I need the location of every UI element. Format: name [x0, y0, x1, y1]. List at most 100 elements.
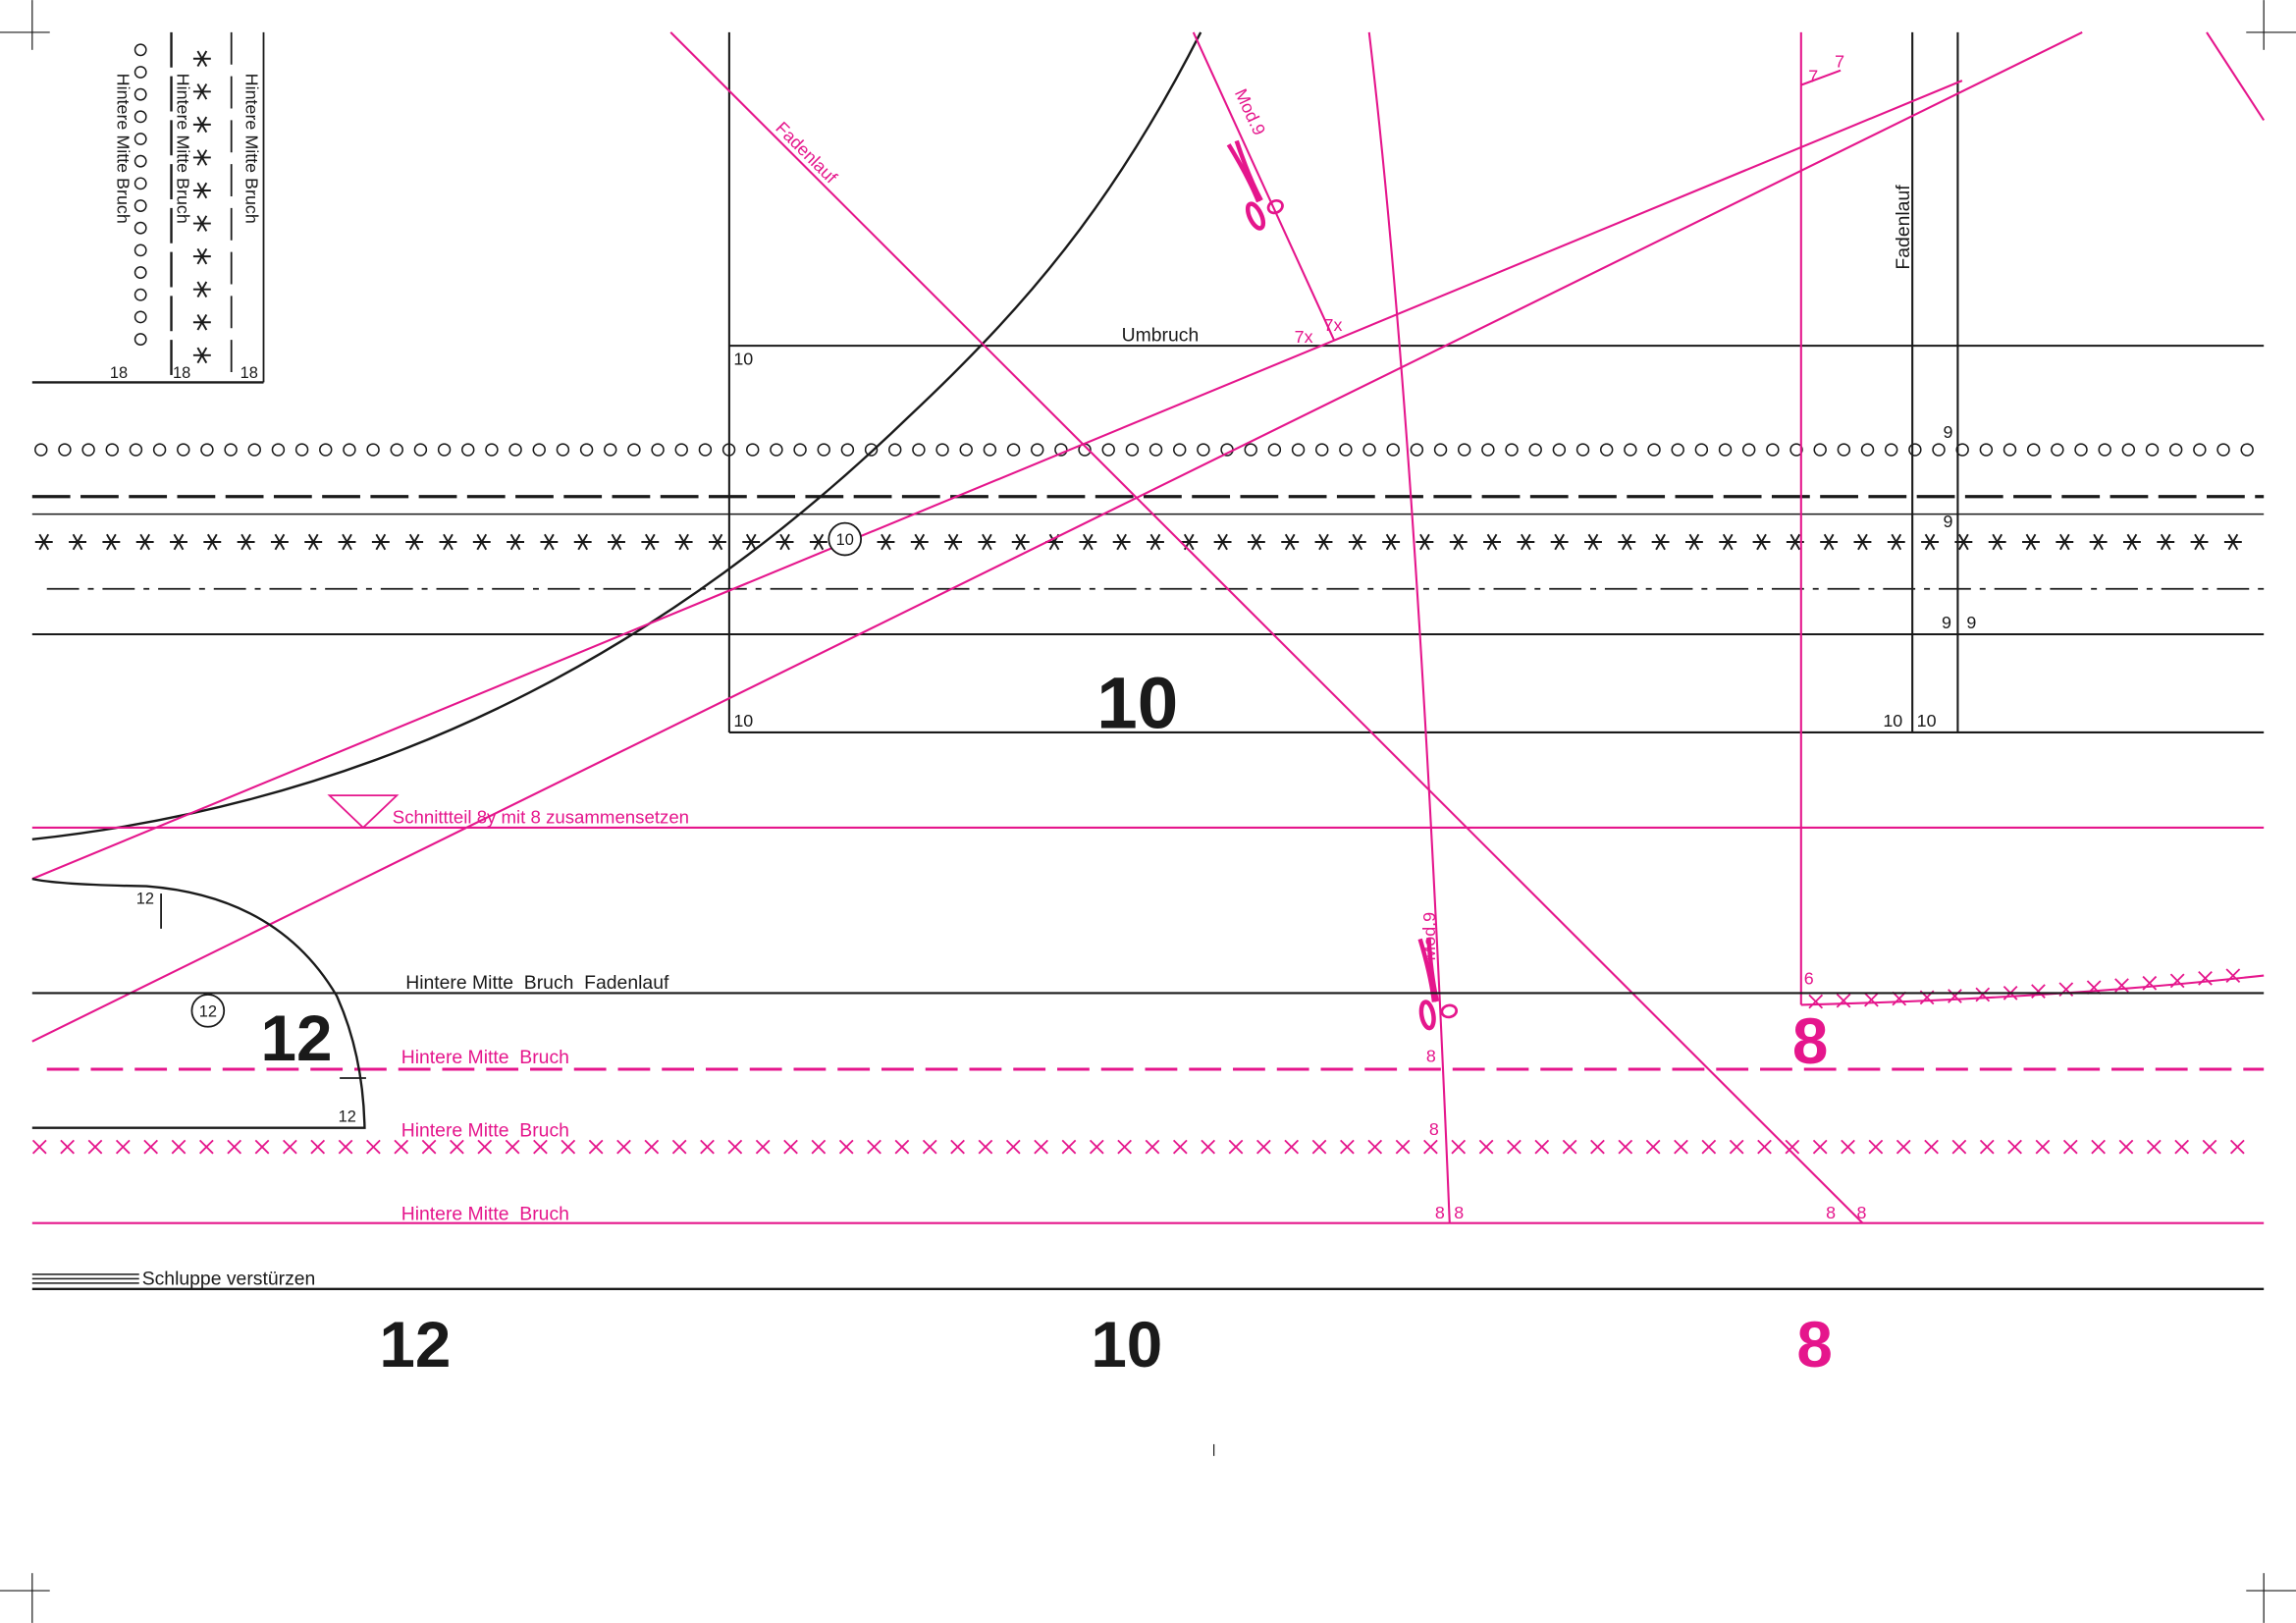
fadenlauf-diagonal-label: Fadenlauf: [772, 118, 840, 187]
circle-mark: [1599, 443, 1614, 457]
cross-mark: [2225, 968, 2241, 984]
cross-mark: [1451, 1139, 1467, 1155]
circle-marker-12-text: 12: [199, 1002, 217, 1020]
circle-mark: [1813, 443, 1827, 457]
star-mark: [1584, 533, 1602, 551]
circle-mark: [1031, 443, 1044, 457]
cross-mark: [588, 1139, 604, 1155]
star-mark: [1415, 533, 1434, 551]
circle-mark: [888, 443, 902, 457]
mark-8f: 8: [1856, 1203, 1866, 1222]
star-mark: [1449, 533, 1468, 551]
size-mark-18b: 18: [173, 364, 190, 382]
mod9-line-b: [1367, 31, 1451, 1223]
cross-mark: [1841, 1139, 1855, 1155]
circle-mark: [34, 443, 48, 457]
circle-mark: [983, 443, 997, 457]
star-mark: [405, 533, 424, 551]
circle-mark: [200, 443, 214, 457]
star-mark: [170, 533, 187, 551]
star-mark: [1112, 533, 1131, 551]
cross-mark: [755, 1139, 771, 1155]
star-mark: [1213, 533, 1232, 551]
circle-mark: [1148, 443, 1163, 457]
circle-mark: [1481, 443, 1495, 457]
circle-mark: [133, 133, 147, 145]
cross-mark: [2091, 1139, 2106, 1155]
circle-mark: [133, 288, 147, 301]
circle-mark: [81, 443, 95, 457]
cross-mark: [1005, 1139, 1021, 1155]
star-mark: [304, 533, 323, 551]
star-mark: [978, 533, 996, 551]
star-mark: [192, 149, 211, 166]
circle-mark: [1647, 443, 1661, 457]
circle-mark: [1339, 443, 1353, 457]
circle-mark: [271, 443, 286, 457]
star-mark: [540, 533, 559, 551]
star-mark: [2056, 533, 2074, 551]
cross-mark: [783, 1139, 798, 1155]
circle-mark: [840, 443, 855, 457]
cross-mark: [227, 1139, 242, 1155]
cross-mark: [1367, 1139, 1383, 1155]
star-mark: [439, 533, 457, 551]
cross-mark: [366, 1139, 381, 1155]
mark-7a: 7: [1808, 67, 1818, 86]
cross-mark: [1201, 1139, 1216, 1155]
cross-mark: [1089, 1139, 1104, 1155]
circle-mark: [1505, 443, 1519, 457]
circle-mark: [319, 443, 333, 457]
circle-mark: [133, 110, 147, 124]
cross-mark: [616, 1139, 631, 1155]
cross-mark: [1892, 991, 1907, 1006]
cross-mark: [1562, 1139, 1577, 1155]
cross-mark: [2031, 984, 2046, 999]
cross-mark: [1948, 989, 1962, 1003]
legend-size-12: 12: [379, 1309, 451, 1380]
star-mark: [1180, 533, 1199, 551]
cross-mark: [2169, 973, 2185, 989]
cross-mark: [1729, 1139, 1744, 1155]
cross-mark: [1423, 1139, 1438, 1155]
cross-mark: [700, 1139, 715, 1155]
circle-marker-10-text: 10: [836, 531, 854, 549]
cross-mark: [450, 1139, 464, 1155]
cross-mark: [2062, 1139, 2078, 1155]
circle-mark: [1410, 443, 1424, 457]
cross-mark: [1757, 1139, 1772, 1155]
cross-mark: [1896, 1139, 1911, 1155]
cross-mark: [2202, 1139, 2217, 1155]
star-mark: [1247, 533, 1265, 551]
hm-bruch-label-3: Hintere Mitte Bruch: [113, 74, 133, 224]
star-mark: [2022, 533, 2040, 551]
armhole-curve: [31, 31, 1202, 841]
mark-9b: 9: [1943, 512, 1952, 531]
circle-mark: [1125, 443, 1140, 457]
star-mark: [34, 533, 53, 551]
circle-mark: [604, 443, 617, 457]
star-mark: [1550, 533, 1569, 551]
mark-8d: 8: [1454, 1203, 1464, 1222]
circle-mark: [1433, 443, 1448, 457]
hm-bruch-dash-label: Hintere Mitte Bruch: [401, 1047, 569, 1068]
size-mark-18c: 18: [240, 364, 258, 382]
circle-mark: [413, 443, 428, 457]
star-mark: [1988, 533, 2006, 551]
circle-mark: [2145, 443, 2160, 457]
cross-mark: [727, 1139, 743, 1155]
umbruch-label: Umbruch: [1122, 325, 1200, 347]
circle-mark: [1955, 443, 1969, 457]
cross-mark: [1785, 1139, 1800, 1155]
fadenlauf-vertical: Fadenlauf: [1893, 185, 1914, 270]
scissors-icon: [1226, 139, 1284, 231]
cross-mark: [1812, 1139, 1828, 1155]
cross-mark: [2118, 1139, 2134, 1155]
instruction-label: Schnittteil 8y mit 8 zusammensetzen: [393, 806, 689, 827]
cross-mark: [2142, 975, 2158, 991]
star-mark: [809, 533, 828, 551]
cross-mark: [1951, 1139, 1967, 1155]
circle-mark: [556, 443, 570, 457]
mark-7x-a: 7x: [1295, 327, 1313, 347]
